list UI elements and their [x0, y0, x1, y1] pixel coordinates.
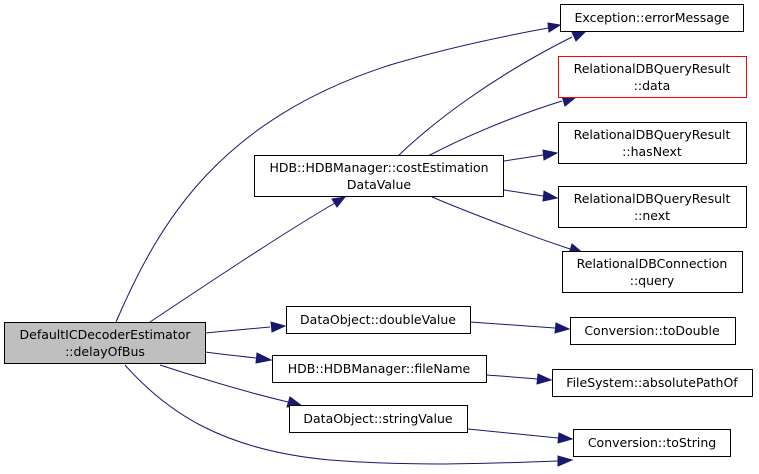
edge-root-err: [115, 27, 549, 323]
node-todbl-line1: Conversion::toDouble: [584, 323, 720, 338]
edge-root-dbl: [204, 326, 271, 334]
node-to-double[interactable]: Conversion::toDouble: [570, 317, 736, 345]
edge-cost-err-arrow: [571, 30, 588, 42]
node-query-result-next[interactable]: RelationalDBQueryResult ::next: [558, 186, 747, 228]
node-err-line1: Exception::errorMessage: [575, 10, 730, 25]
node-to-string[interactable]: Conversion::toString: [573, 429, 731, 457]
edge-dbl-todbl: [469, 321, 556, 329]
node-error-message[interactable]: Exception::errorMessage: [560, 4, 744, 32]
node-root-line1: DefaultICDecoderEstimator: [20, 327, 192, 342]
node-query-line2: ::query: [630, 273, 675, 288]
edge-root-fname-arrow: [255, 352, 273, 364]
node-rdata-line2: ::data: [634, 78, 671, 93]
edge-cost-rdata: [427, 100, 563, 157]
node-root[interactable]: DefaultICDecoderEstimator ::delayOfBus: [4, 322, 206, 364]
node-abspath-line1: FileSystem::absolutePathOf: [566, 375, 738, 390]
node-next-line1: RelationalDBQueryResult: [574, 191, 731, 206]
node-dbl-line1: DataObject::doubleValue: [300, 312, 456, 327]
edge-root-sval: [159, 364, 289, 403]
node-tostr-line1: Conversion::toString: [588, 435, 716, 450]
edge-dbl-todbl-arrow: [554, 322, 571, 334]
node-absolute-path-of[interactable]: FileSystem::absolutePathOf: [552, 369, 753, 397]
node-sval-line1: DataObject::stringValue: [303, 411, 452, 426]
edge-root-tostr: [124, 364, 559, 465]
edge-cost-hasnext: [503, 154, 544, 162]
node-root-line2: ::delayOfBus: [65, 344, 145, 359]
edges: [115, 22, 588, 467]
edge-root-cost-arrow: [331, 196, 347, 208]
node-hasnext-line1: RelationalDBQueryResult: [574, 127, 731, 142]
node-query-result-hasnext[interactable]: RelationalDBQueryResult ::hasNext: [558, 122, 747, 164]
node-next-line2: ::next: [634, 208, 670, 223]
node-rdata-line1: RelationalDBQueryResult: [574, 61, 731, 76]
node-cost-estimation[interactable]: HDB::HDBManager::costEstimation DataValu…: [254, 155, 504, 197]
edge-root-cost: [149, 202, 336, 323]
node-file-name[interactable]: HDB::HDBManager::fileName: [272, 355, 487, 383]
edge-sval-tostr-arrow: [557, 432, 574, 444]
edge-root-dbl-arrow: [270, 321, 287, 333]
node-cost-line2: DataValue: [347, 177, 411, 192]
node-string-value[interactable]: DataObject::stringValue: [289, 405, 468, 433]
node-query-result-data[interactable]: RelationalDBQueryResult ::data: [558, 56, 747, 98]
edge-root-tostr-arrow: [557, 455, 574, 467]
edge-fname-abspath: [485, 374, 538, 380]
edge-cost-hasnext-arrow: [542, 149, 559, 161]
node-hasnext-line2: ::hasNext: [622, 144, 682, 159]
edge-cost-next-arrow: [542, 190, 559, 202]
edge-fname-abspath-arrow: [536, 373, 553, 385]
node-double-value[interactable]: DataObject::doubleValue: [286, 306, 471, 334]
edge-cost-err: [397, 36, 573, 157]
node-connection-query[interactable]: RelationalDBConnection ::query: [562, 251, 743, 293]
node-query-line1: RelationalDBConnection: [577, 256, 728, 271]
edge-sval-tostr: [467, 428, 559, 439]
edge-cost-query: [431, 196, 571, 250]
node-fname-line1: HDB::HDBManager::fileName: [288, 361, 471, 376]
edge-cost-next: [503, 189, 544, 197]
edge-root-fname: [204, 351, 257, 359]
node-cost-line1: HDB::HDBManager::costEstimation: [269, 160, 488, 175]
edge-root-err-arrow: [547, 22, 562, 33]
